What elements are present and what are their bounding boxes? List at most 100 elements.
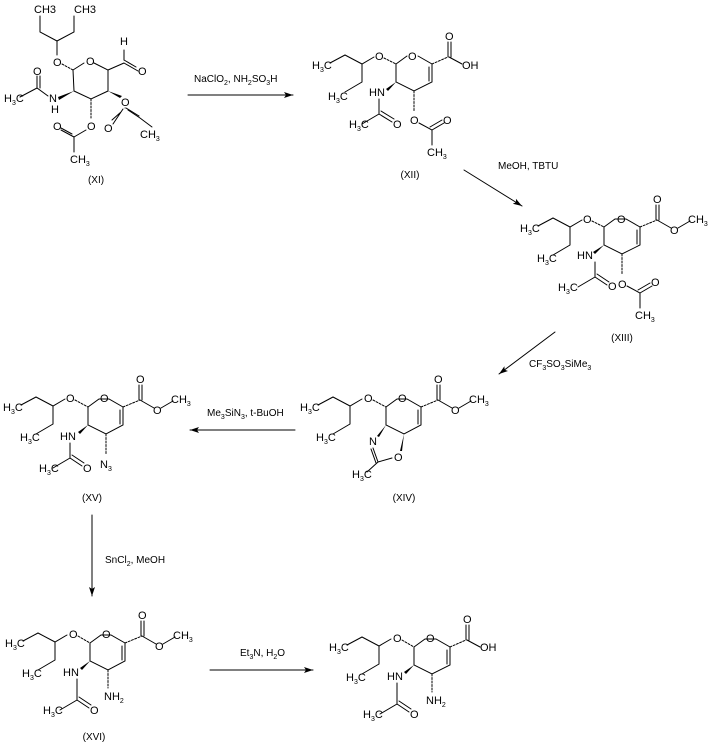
bond-hash — [74, 399, 89, 408]
atom-o: O — [410, 709, 419, 721]
ring-bonds — [89, 634, 126, 671]
ring-bonds — [603, 218, 641, 255]
atom-h3c: H3C — [329, 642, 349, 656]
compound-XII: H3C H3C O O O OH HN H3C O O O CH3 (XII) — [312, 31, 479, 181]
atom-o: O — [583, 214, 592, 226]
amide-bonds — [52, 442, 85, 469]
acid-bonds — [447, 41, 463, 65]
reaction-arrow-6: Et3N, H2O — [209, 648, 314, 673]
bond-hash — [639, 219, 658, 228]
wedge-bond — [400, 434, 404, 451]
atom-h3c: H3C — [43, 705, 63, 719]
ring-bonds — [72, 62, 109, 100]
ring-bonds — [395, 55, 433, 92]
atom-o: O — [83, 463, 92, 475]
wedge-bond — [593, 245, 604, 254]
atom-o: O — [653, 194, 662, 206]
bond-hash — [383, 57, 397, 65]
atom-ch3: CH3 — [427, 147, 447, 161]
atom-o: O — [618, 279, 627, 291]
atom-hn: HN — [577, 250, 593, 262]
bond — [537, 217, 583, 256]
acid-bonds — [465, 624, 481, 648]
atom-o: O — [443, 115, 452, 127]
bond-hash — [449, 639, 467, 648]
atom-o: O — [66, 393, 75, 405]
arrow — [498, 331, 556, 375]
atom-h3c: H3C — [3, 402, 23, 416]
atom-o: O — [394, 452, 403, 464]
bond — [127, 109, 153, 128]
bond — [22, 632, 68, 671]
amide-bonds — [361, 98, 395, 125]
atom-h3c: H3C — [22, 668, 42, 682]
atom-h3c: H3C — [349, 119, 369, 133]
wedge-bond — [377, 425, 386, 437]
atom-h3c: H3C — [328, 91, 348, 105]
atom-ring-o: O — [102, 629, 111, 641]
compound-label: (XI) — [88, 175, 104, 186]
atom-ring-o: O — [398, 393, 407, 405]
bond — [329, 54, 375, 93]
compound-label: (XVI) — [83, 732, 106, 743]
acetate-bonds — [418, 119, 445, 146]
atom-o: O — [153, 405, 162, 417]
bond-hash — [122, 399, 141, 408]
bond — [346, 636, 392, 675]
atom-oh: OH — [462, 60, 479, 72]
atom-o: O — [393, 633, 402, 645]
wedge-bond — [58, 91, 74, 100]
acetate-bonds — [111, 107, 140, 125]
ester-bonds — [138, 384, 174, 409]
atom-n3: N3 — [100, 459, 112, 473]
atom-h3c: H3C — [316, 432, 336, 446]
wedge-bond — [108, 91, 122, 98]
atom-o: O — [463, 614, 472, 626]
atom-hn: HN — [387, 671, 403, 683]
compound-label: (XIV) — [393, 493, 416, 504]
amide-bonds — [577, 261, 610, 288]
wedge-bond — [80, 661, 90, 670]
atom-ring-o: O — [100, 393, 109, 405]
atom-o: O — [33, 66, 42, 78]
atom-o: O — [451, 405, 460, 417]
atom-o: O — [138, 66, 147, 78]
atom-o: O — [364, 393, 373, 405]
atom-o: O — [651, 277, 660, 289]
atom-ch3: CH3 — [173, 630, 193, 644]
wedge-bond — [386, 82, 396, 91]
ring-bonds — [87, 398, 124, 435]
atom-ch3-left: CH3 — [34, 4, 56, 16]
atom-ch3: CH3 — [688, 214, 708, 228]
atom-o: O — [670, 225, 679, 237]
atom-h3c: H3C — [5, 638, 25, 652]
atom-ch3: CH3 — [469, 394, 489, 408]
compound-XIV: H3C H3C O O O O CH3 N O H3C (XIV) — [300, 374, 489, 504]
reagent-label: Me3SiN3, t-BuOH — [207, 408, 284, 421]
atom-hn: HN — [60, 431, 76, 443]
arrow — [463, 169, 523, 207]
bond-hash — [401, 639, 415, 648]
atom-oh: OH — [480, 642, 497, 654]
acetate-bonds — [626, 282, 653, 309]
aldehyde-bonds — [107, 59, 139, 72]
atom-o: O — [69, 629, 78, 641]
atom-ch3: CH3 — [171, 394, 191, 408]
reagent-label: SnCl2, MeOH — [105, 555, 165, 568]
atom-ring-o: O — [86, 56, 95, 68]
atom-o: O — [410, 115, 419, 127]
atom-o: O — [90, 705, 99, 717]
atom-h3c: H3C — [520, 223, 540, 237]
atom-o: O — [434, 374, 443, 386]
bond — [39, 15, 75, 42]
ring-bonds — [385, 398, 422, 435]
atom-o: O — [53, 57, 62, 69]
compound-XIII: H3C H3C O O O O CH3 HN H3C O O O CH3 (XI… — [520, 194, 708, 344]
reaction-arrow-1: NaClO2, NH2SO3H — [187, 74, 294, 98]
atom-nh2: NH2 — [426, 695, 446, 709]
reaction-arrow-2: MeOH, TBTU — [463, 161, 558, 207]
compound-XI: CH3 CH3 O O H O N H O H3C O O CH3 O O CH… — [4, 4, 160, 186]
reagent-label: NaClO2, NH2SO3H — [194, 74, 277, 87]
atom-h3c: H3C — [346, 672, 366, 686]
